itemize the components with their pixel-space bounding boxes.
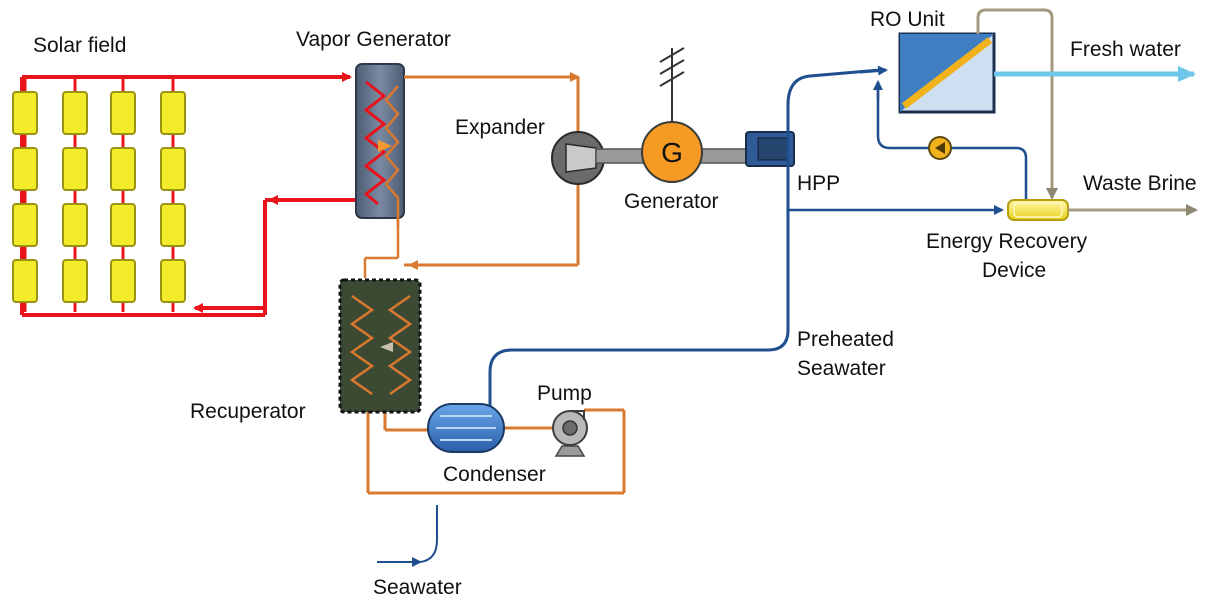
expander — [551, 131, 605, 185]
hot-return-line — [263, 195, 360, 315]
label-expander: Expander — [455, 116, 545, 139]
solar-panel-column — [160, 77, 186, 312]
label-pump: Pump — [537, 382, 592, 405]
label-recuperator: Recuperator — [190, 400, 306, 423]
label-condenser: Condenser — [443, 463, 546, 486]
label-solar-field: Solar field — [33, 34, 126, 57]
generator: G — [641, 47, 703, 183]
solar-field — [12, 72, 352, 317]
label-generator: Generator — [624, 190, 719, 213]
label-energy-recovery-line1: Energy Recovery — [926, 230, 1088, 253]
solar-panel-column — [62, 77, 88, 312]
label-fresh-water: Fresh water — [1070, 38, 1181, 61]
seawater-lines — [377, 65, 1028, 567]
label-ro-unit: RO Unit — [870, 8, 945, 31]
recuperator — [338, 278, 422, 414]
vapor-generator — [355, 63, 405, 226]
solar-panel-column — [12, 77, 38, 312]
solar-panel-column — [110, 77, 136, 312]
ro-unit — [898, 8, 1058, 200]
label-hpp: HPP — [797, 172, 840, 195]
orc-working-fluid-loop — [363, 72, 626, 495]
energy-recovery-device — [1007, 199, 1069, 221]
label-preheated-line1: Preheated — [797, 328, 894, 351]
high-pressure-pump — [745, 131, 795, 167]
label-preheated-line2: Seawater — [797, 357, 886, 380]
label-vapor-generator: Vapor Generator — [296, 28, 451, 51]
label-seawater: Seawater — [373, 576, 462, 599]
booster-pump — [928, 136, 952, 160]
pump — [552, 410, 588, 457]
condenser — [427, 403, 505, 453]
label-energy-recovery-line2: Device — [982, 259, 1046, 282]
generator-symbol: G — [661, 137, 683, 168]
label-waste-brine: Waste Brine — [1083, 172, 1197, 195]
